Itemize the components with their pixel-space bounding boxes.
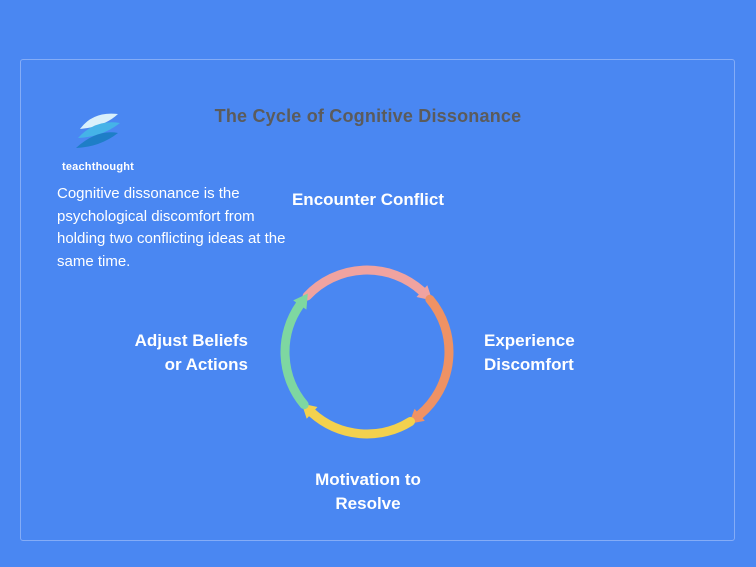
arrowhead-adjust-beliefs bbox=[293, 293, 308, 310]
step-label-encounter-conflict: Encounter Conflict bbox=[291, 190, 445, 209]
step-label-experience-discomfort: Experience Discomfort bbox=[484, 331, 575, 374]
arc-adjust-beliefs bbox=[280, 300, 309, 410]
page-title: The Cycle of Cognitive Dissonance bbox=[214, 106, 522, 126]
content-panel-border bbox=[20, 59, 735, 541]
logo-text: teachthought bbox=[61, 161, 135, 173]
description-text: Cognitive dissonance is the psychologica… bbox=[57, 185, 286, 270]
bird-wing-top bbox=[80, 113, 118, 129]
arc-motivation-to-resolve bbox=[307, 408, 415, 439]
logo: teachthought bbox=[58, 110, 138, 173]
arc-experience-discomfort bbox=[415, 294, 454, 420]
cycle-diagram bbox=[280, 265, 454, 439]
arc-encounter-conflict bbox=[302, 265, 427, 301]
step-label-adjust-beliefs: Adjust Beliefs or Actions bbox=[134, 331, 248, 374]
bird-wing-bottom bbox=[76, 132, 118, 148]
step-label-motivation-to-resolve: Motivation to Resolve bbox=[315, 470, 421, 513]
teachthought-bird-icon bbox=[76, 113, 120, 148]
bird-wing-middle bbox=[78, 122, 120, 138]
